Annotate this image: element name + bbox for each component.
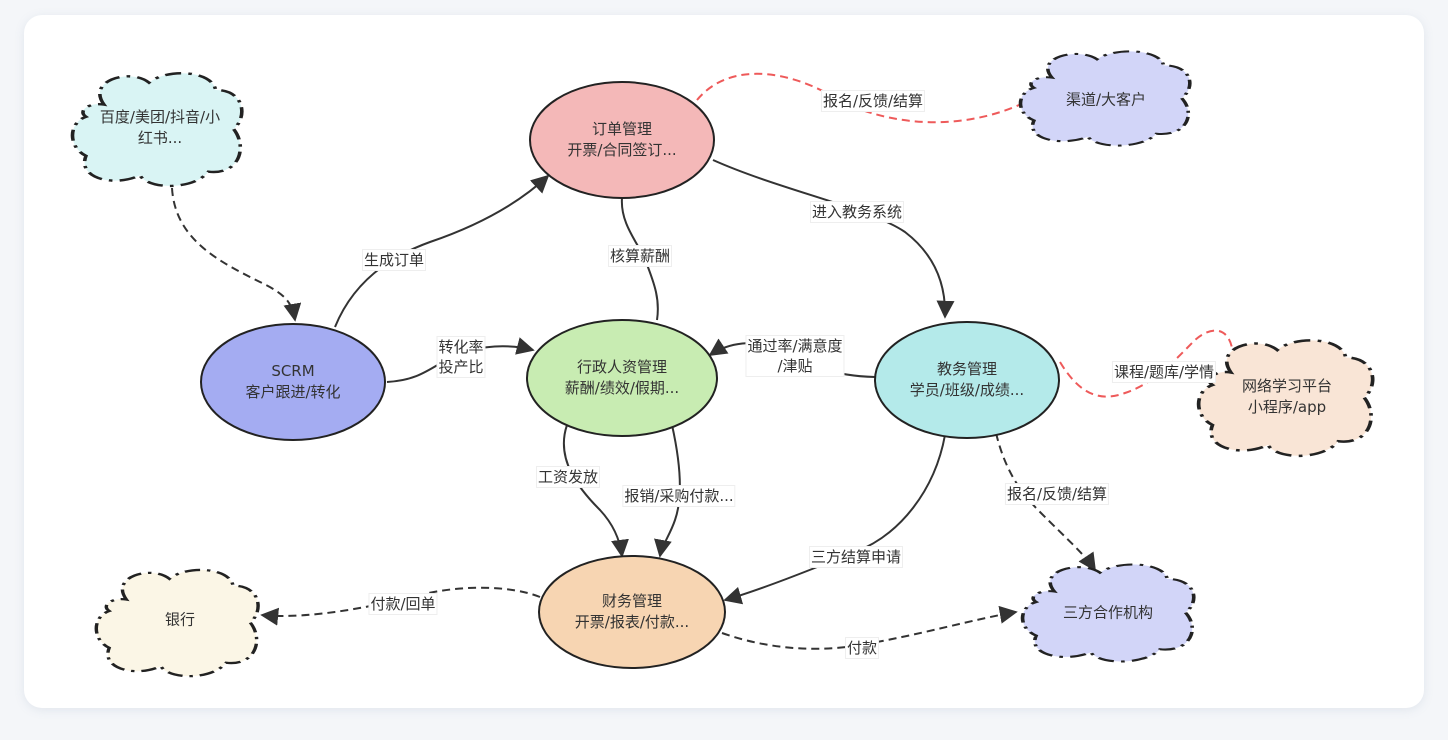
node-subtitle: 薪酬/绩效/假期... [564,379,680,397]
edge-label-order-edu: 进入教务系统 [809,201,905,223]
edge-label-hr-fin-salary: 工资发放 [535,466,601,488]
node-title: 订单管理 [591,120,653,138]
edge-media-scrm [171,187,302,322]
edge-label-hr-fin-expense: 报销/采购付款... [622,485,736,507]
cloud-text: 网络学习平台 [1241,377,1333,395]
node-subtitle: 客户跟进/转化 [245,383,341,401]
edge-label-edu-partner: 报名/反馈/结算 [1004,483,1110,505]
node-edu-shape [874,321,1060,439]
edge-label-edu-hr: 通过率/满意度/津贴 [745,335,845,377]
edge-label-line: 通过率/满意度 [747,337,843,355]
node-title: 教务管理 [936,360,998,378]
node-hr-shape [526,319,718,437]
node-edu[interactable]: 教务管理学员/班级/成绩... [910,359,1024,401]
edge-label-line: 转化率 [438,338,484,356]
node-title: SCRM [271,362,315,380]
node-title: 财务管理 [601,592,663,610]
node-fin-shape [538,555,726,669]
node-order[interactable]: 订单管理开票/合同签订... [567,119,676,161]
cloud-media[interactable]: 百度/美团/抖音/小红书... [100,107,220,149]
cloud-text: 渠道/大客户 [1065,90,1147,109]
node-scrm[interactable]: SCRM 客户跟进/转化 [245,361,340,403]
node-subtitle: 学员/班级/成绩... [909,381,1025,399]
node-title: 行政人资管理 [576,358,668,376]
edge-label-edu-fin: 三方结算申请 [808,546,904,568]
edge-label-line: /津贴 [777,357,813,375]
cloud-platform[interactable]: 网络学习平台小程序/app [1242,376,1332,418]
edge-order-edu [712,159,955,319]
cloud-partner[interactable]: 三方合作机构 [1063,603,1153,624]
edge-edu-platform [1059,329,1233,398]
edge-hr-fin-salary [562,424,629,558]
cloud-text: 小程序/app [1247,398,1327,416]
node-hr[interactable]: 行政人资管理薪酬/绩效/假期... [565,357,679,399]
node-order-shape [529,81,715,199]
edge-label-scrm-order: 生成订单 [361,249,427,271]
node-finance[interactable]: 财务管理开票/报表/付款... [575,591,689,633]
cloud-text: 百度/美团/抖音/小 [99,108,221,126]
edge-label-line: 投产比 [438,358,484,376]
node-subtitle: 开票/合同签订... [567,141,677,159]
edge-scrm-order [334,174,550,328]
edge-label-scrm-hr: 转化率投产比 [436,336,486,378]
edge-label-order-hr: 核算薪酬 [607,245,673,267]
edge-label-order-channel: 报名/反馈/结算 [820,90,926,112]
edge-label-fin-partner: 付款 [844,637,880,659]
node-subtitle: 开票/报表/付款... [574,613,690,631]
cloud-bank[interactable]: 银行 [165,610,195,631]
edge-hr-fin-expense [654,424,681,558]
edge-edu-partner [995,432,1096,572]
edge-label-fin-bank: 付款/回单 [368,593,438,615]
edge-edu-fin [723,434,946,605]
node-scrm-shape [200,323,386,441]
cloud-text: 银行 [164,610,196,629]
cloud-channel[interactable]: 渠道/大客户 [1066,90,1146,111]
edge-label-edu-platform: 课程/题库/学情 [1111,361,1217,383]
cloud-text: 红书... [137,129,183,147]
cloud-text: 三方合作机构 [1062,603,1154,622]
